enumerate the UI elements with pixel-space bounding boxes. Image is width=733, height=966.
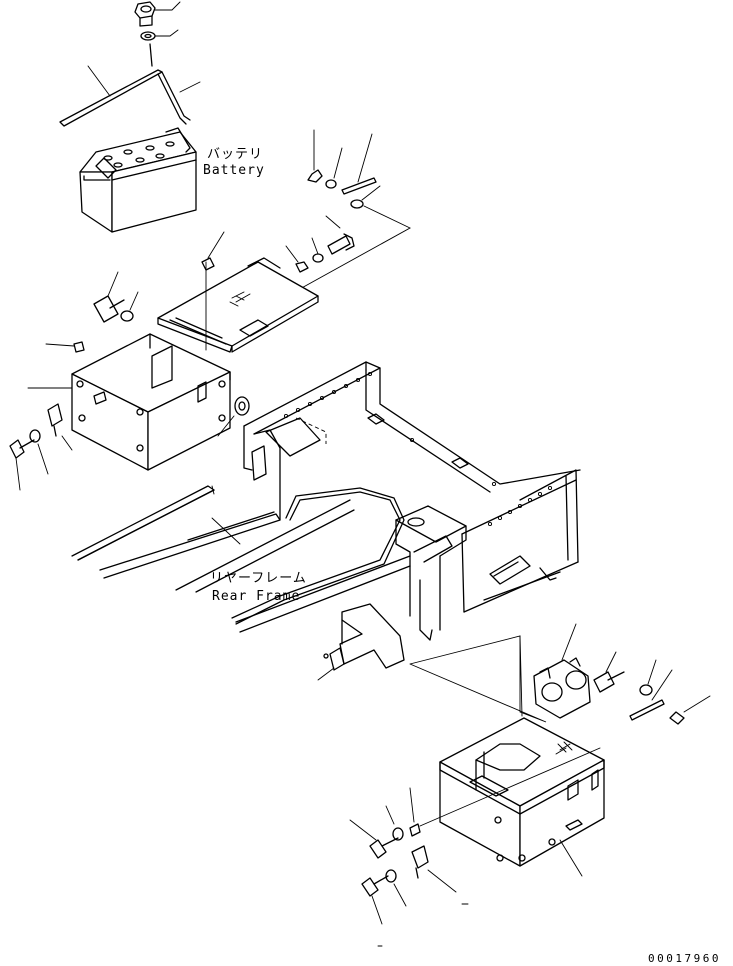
lower-box-latch: [411, 845, 457, 893]
top-nut: [134, 1, 181, 27]
leader-assembly-d: [419, 747, 601, 827]
cover-bolt: [325, 215, 355, 255]
rear-frame-label-en: Rear Frame: [212, 589, 300, 604]
leader-assembly-b: [409, 635, 547, 723]
battery-label: バッテリ Battery: [203, 147, 265, 178]
box-washer-left: [120, 291, 139, 322]
rod-pin: [341, 133, 377, 195]
lower-box-bolt-2: [361, 875, 389, 925]
battery: [79, 127, 197, 233]
box-bolt-lower-left: [9, 439, 35, 491]
battery-hook-bolt: [157, 71, 201, 125]
battery-label-jp: バッテリ: [207, 147, 263, 162]
battery-box-lower: [439, 717, 605, 877]
small-washer-a: [325, 147, 343, 189]
small-washer-b: [350, 185, 381, 209]
rear-frame-label: リヤーフレーム Rear Frame: [210, 571, 307, 604]
box-washer-lower-left: [29, 429, 49, 475]
top-washer: [140, 29, 179, 41]
lower-box-nut: [409, 787, 421, 837]
battery-clip: [307, 129, 323, 183]
rear-frame-label-jp: リヤーフレーム: [210, 571, 307, 586]
relay-bolt: [593, 651, 625, 693]
battery-relay: [533, 623, 591, 719]
battery-box-upper: [27, 333, 231, 471]
grommet: [217, 396, 250, 437]
cover-washer: [311, 237, 324, 263]
box-bolt-left: [93, 271, 125, 323]
battery-label-en: Battery: [203, 163, 265, 178]
leader-assembly-c: [519, 635, 523, 717]
box-nut-left: [45, 341, 85, 353]
rear-frame: [71, 361, 581, 681]
battery-cover-upper: [157, 231, 319, 353]
battery-hold-rod: [59, 43, 163, 127]
relay-washer: [639, 659, 657, 696]
lower-box-washer: [385, 805, 404, 841]
relay-pin: [629, 669, 673, 721]
cover-nut: [285, 245, 309, 273]
box-latch-left: [47, 403, 73, 451]
part-number: 00017960: [648, 952, 721, 965]
relay-clip: [669, 695, 711, 725]
lower-box-washer-2: [385, 869, 407, 907]
lower-box-bolt: [349, 819, 399, 859]
leader-assembly-a: [297, 205, 411, 291]
